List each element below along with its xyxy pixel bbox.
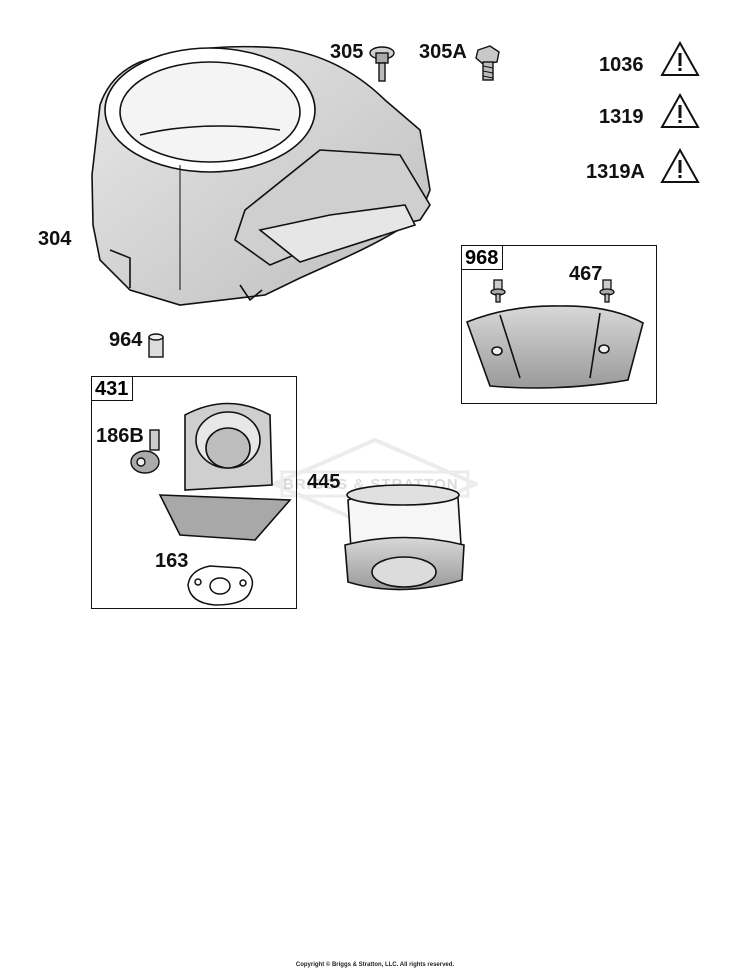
warning-icon [660, 41, 700, 76]
part-label-467[interactable]: 467 [569, 263, 603, 285]
part-label-1036[interactable]: 1036 [599, 54, 644, 76]
part-label-964[interactable]: 964 [109, 329, 143, 351]
air-cleaner-base-431 [158, 402, 292, 541]
part-label-305a[interactable]: 305A [419, 41, 467, 63]
part-label-186b[interactable]: 186B [96, 425, 144, 447]
warning-icon [660, 148, 700, 183]
kit-box-968: 968 [461, 245, 657, 404]
part-label-304[interactable]: 304 [38, 228, 72, 250]
gasket-163 [187, 565, 254, 606]
air-filter-445 [344, 484, 465, 591]
part-label-445[interactable]: 445 [307, 471, 341, 493]
fasteners-467 [490, 279, 615, 303]
bolt-305 [369, 46, 395, 82]
part-label-1319[interactable]: 1319 [599, 106, 644, 128]
blower-housing-304 [91, 45, 431, 306]
kit-box-431: 431 [91, 376, 297, 609]
copyright-footer: Copyright © Briggs & Stratton, LLC. All … [295, 962, 455, 968]
air-cleaner-cover [465, 305, 644, 389]
kit-box-label-968: 968 [462, 246, 504, 270]
warning-icon [660, 93, 700, 128]
sleeve-964 [148, 333, 164, 358]
kit-box-label-431: 431 [92, 377, 134, 401]
screw-305a [475, 45, 500, 81]
part-label-163[interactable]: 163 [155, 550, 189, 572]
breather-elbow-186b [130, 429, 160, 474]
part-label-305[interactable]: 305 [330, 41, 364, 63]
part-label-1319a[interactable]: 1319A [586, 161, 645, 183]
